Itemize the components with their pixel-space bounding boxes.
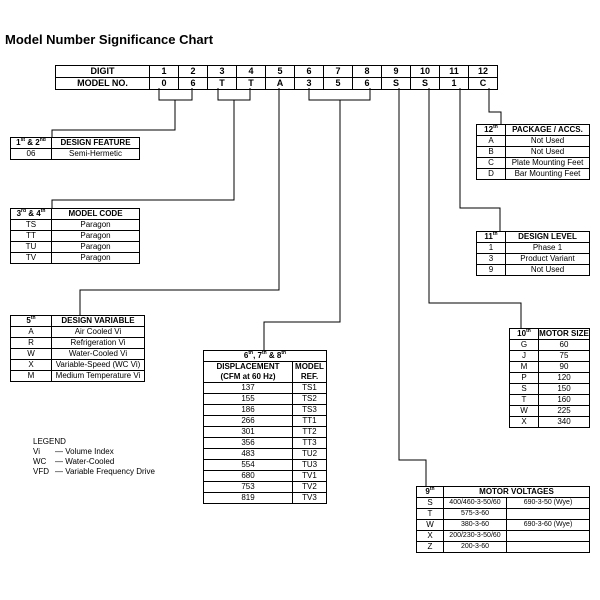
model-label: MODEL NO. xyxy=(55,77,150,90)
model-char-3: T xyxy=(207,77,237,90)
digit-7: 7 xyxy=(323,65,353,78)
table-header: DISPLACEMENT(CFM at 60 Hz) xyxy=(203,361,293,383)
table-header: PACKAGE / ACCS. xyxy=(505,124,590,136)
position-label: 1st & 2nd xyxy=(10,137,52,149)
legend: LEGEND Vi— Volume Index WC— Water-Cooled… xyxy=(33,437,155,477)
model-number-table: DIGIT 1 2 3 4 5 6 7 8 9 10 11 12 MODEL N… xyxy=(55,65,498,90)
digit-2: 2 xyxy=(178,65,208,78)
model-char-4: T xyxy=(236,77,266,90)
table-header: MOTOR VOLTAGES xyxy=(443,486,590,498)
model-char-2: 6 xyxy=(178,77,208,90)
position-label: 10th xyxy=(509,328,539,340)
model-char-8: 6 xyxy=(352,77,382,90)
digit-6: 6 xyxy=(294,65,324,78)
displacement-table: 6th, 7th & 8th DISPLACEMENT(CFM at 60 Hz… xyxy=(203,350,327,504)
position-label: 6th, 7th & 8th xyxy=(203,350,327,362)
table-header: DESIGN FEATURE xyxy=(51,137,140,149)
model-char-10: S xyxy=(410,77,440,90)
table-header: MOTOR SIZE xyxy=(538,328,590,340)
model-char-7: 5 xyxy=(323,77,353,90)
table-header: MODEL CODE xyxy=(51,208,140,220)
model-char-6: 3 xyxy=(294,77,324,90)
digit-1: 1 xyxy=(149,65,179,78)
digit-9: 9 xyxy=(381,65,411,78)
position-label: 12th xyxy=(476,124,506,136)
position-label: 5th xyxy=(10,315,52,327)
digit-10: 10 xyxy=(410,65,440,78)
table-header: DESIGN VARIABLE xyxy=(51,315,145,327)
legend-item: VFD— Variable Frequency Drive xyxy=(33,467,155,476)
model-char-5: A xyxy=(265,77,295,90)
model-char-11: 1 xyxy=(439,77,469,90)
legend-item: WC— Water-Cooled xyxy=(33,457,115,466)
digit-5: 5 xyxy=(265,65,295,78)
legend-item: Vi— Volume Index xyxy=(33,447,114,456)
model-char-12: C xyxy=(468,77,498,90)
position-label: 11th xyxy=(476,231,506,243)
digit-4: 4 xyxy=(236,65,266,78)
digit-3: 3 xyxy=(207,65,237,78)
digit-12: 12 xyxy=(468,65,498,78)
model-char-9: S xyxy=(381,77,411,90)
position-label: 9th xyxy=(416,486,444,498)
position-label: 3rd & 4th xyxy=(10,208,52,220)
page-title: Model Number Significance Chart xyxy=(5,32,214,47)
digit-8: 8 xyxy=(352,65,382,78)
digit-label: DIGIT xyxy=(55,65,150,78)
model-char-1: 0 xyxy=(149,77,179,90)
design-feature-table: 1st & 2nd DESIGN FEATURE 06 Semi-Hermeti… xyxy=(10,137,140,160)
table-row: 06 Semi-Hermetic xyxy=(10,148,140,160)
legend-title: LEGEND xyxy=(33,437,66,446)
table-header: DESIGN LEVEL xyxy=(505,231,590,243)
digit-11: 11 xyxy=(439,65,469,78)
